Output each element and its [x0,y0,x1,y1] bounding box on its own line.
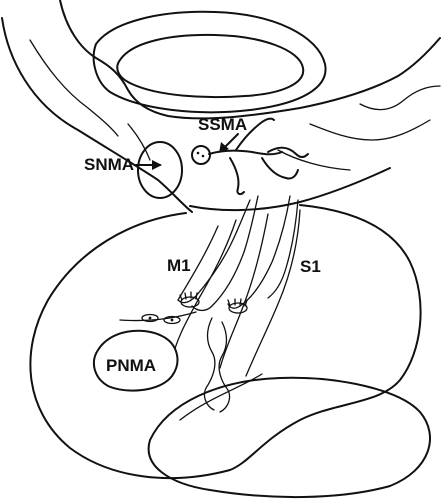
central-sulcus-back [219,213,269,369]
arrows [135,133,239,170]
label-m1: M1 [167,256,191,275]
s1-body-strand-2 [267,199,299,299]
snma-region [137,141,183,199]
m1-body-strand [177,199,251,304]
homunculus-head [191,145,211,165]
labels: SSMA SNMA M1 S1 PNMA [84,115,321,375]
sylvian-fissure [179,373,263,421]
homunculus-arm-down [229,157,245,196]
lateral-homunculus [141,195,299,413]
face-column-2 [218,321,231,413]
callosum-outer [92,10,327,114]
medial-top-contour [59,0,441,120]
label-snma: SNMA [84,155,134,174]
homunculus-arm-up [235,117,275,151]
m1-body-strand-2 [191,195,259,312]
s1-hand [228,302,248,314]
callosum-inner [116,33,305,99]
lateral-outer-contour [29,204,422,480]
label-ssma: SSMA [198,115,247,134]
hand-digits [179,291,248,307]
temporal-lobe [147,376,431,499]
face-column [203,317,216,411]
lateral-hemisphere [29,204,431,499]
face-eye-left [141,313,159,323]
m1-hand [180,296,200,308]
frontal-gyrus-line [119,311,197,322]
medial-outer-contour [1,17,193,213]
medial-lower-contour [189,167,391,212]
medial-gyrus-line-5 [277,149,351,171]
medial-gyrus-line-4 [309,119,431,141]
s1-body-strand [227,195,291,309]
homunculus-leg-2 [261,157,299,180]
medial-hemisphere [1,0,441,213]
precentral-line [177,225,219,301]
homunculus-leg-1 [267,146,309,158]
medial-gyrus-line-2 [127,123,151,161]
label-s1: S1 [300,257,321,276]
postcentral-line [245,209,301,377]
label-pnma: PNMA [106,356,156,375]
pnma-region [92,329,179,392]
ssma-arrowhead [219,142,229,153]
medial-gyrus-line-3 [359,85,441,111]
snma-arrowhead [152,160,162,170]
medial-gyrus-line-1 [29,39,119,137]
face-eye-right [163,315,181,325]
